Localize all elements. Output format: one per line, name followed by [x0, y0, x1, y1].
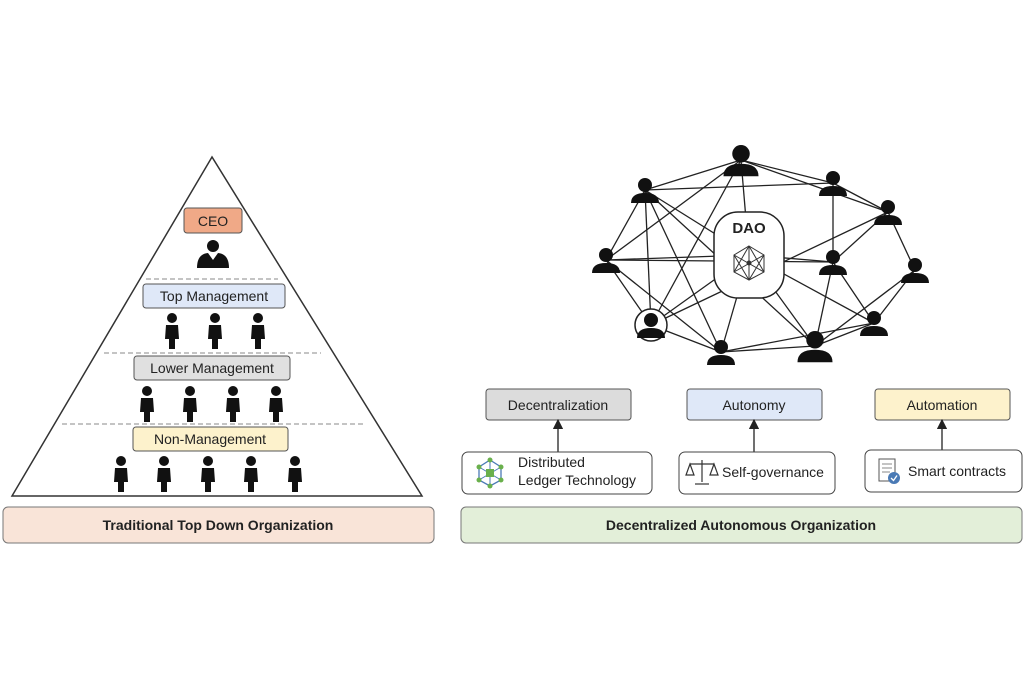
dao-hub-label: DAO	[732, 220, 766, 237]
network-edge	[814, 322, 875, 347]
top-management-label-box	[142, 283, 286, 309]
dao-hub: DAO	[713, 211, 785, 299]
network-edge	[644, 182, 834, 191]
person-icon	[183, 386, 197, 422]
network-edge	[644, 189, 722, 353]
non-management-level: Non-Management	[132, 426, 289, 452]
person-icon	[140, 386, 154, 422]
feature-smart-contracts: Smart contracts	[864, 449, 1023, 493]
non-management-label-box	[132, 426, 289, 452]
member-avatar-icon	[901, 258, 929, 283]
autonomy-label: Autonomy	[722, 397, 785, 413]
member-avatar-icon	[634, 308, 668, 342]
automation-label: Automation	[907, 397, 978, 413]
member-avatar-icon	[723, 145, 759, 177]
network-edge	[644, 159, 742, 191]
member-avatar-icon	[592, 248, 620, 273]
traditional-title-banner: Traditional Top Down Organization	[2, 506, 435, 544]
member-avatar-icon	[819, 250, 847, 275]
network-edge	[605, 259, 722, 353]
person-icon	[201, 456, 215, 492]
person-icon	[244, 456, 258, 492]
dao-title: Decentralized Autonomous Organization	[606, 517, 876, 533]
network-edge	[644, 189, 652, 326]
member-avatar-icon	[819, 171, 847, 196]
lower-management-label: Lower Management	[150, 360, 274, 376]
smart-contracts-label: Smart contracts	[908, 463, 1006, 479]
person-icon	[226, 386, 240, 422]
person-icon	[157, 456, 171, 492]
dao-title-banner: Decentralized Autonomous Organization	[460, 506, 1023, 544]
feature-self-governance: Self-governance	[678, 451, 836, 495]
member-avatar-icon	[797, 331, 833, 363]
member-avatar-icon	[860, 311, 888, 336]
person-icon	[269, 386, 283, 422]
pillar-decentralization: Decentralization	[485, 388, 632, 452]
ceo-label-box	[183, 207, 243, 234]
lower-management-level: Lower Management	[133, 355, 291, 381]
top-management-label: Top Management	[160, 288, 268, 304]
self-governance-label: Self-governance	[722, 464, 824, 480]
network-edge	[605, 159, 742, 261]
distributed-ledger-line-1: Distributed	[518, 454, 585, 470]
lower-management-label-box	[133, 355, 291, 381]
network-edge	[814, 269, 916, 347]
network-edge	[740, 159, 834, 184]
top-management-level: Top Management	[142, 283, 286, 309]
scales-icon	[685, 460, 719, 485]
person-icon	[288, 456, 302, 492]
network-edge	[720, 345, 816, 353]
network-nodes	[592, 145, 929, 365]
ceo-label: CEO	[198, 213, 228, 229]
network-edge	[740, 159, 889, 213]
ceo-person-icon	[197, 240, 229, 268]
person-icon	[208, 313, 222, 349]
member-avatar-icon	[707, 340, 735, 365]
person-icon	[165, 313, 179, 349]
ceo-level: CEO	[183, 207, 243, 268]
staff-figures	[114, 313, 302, 492]
person-icon	[251, 313, 265, 349]
member-avatar-icon	[874, 200, 902, 225]
network-edge	[720, 322, 875, 353]
decentralization-label: Decentralization	[508, 397, 608, 413]
feature-distributed-ledger: Distributed Ledger Technology	[461, 451, 653, 495]
network-icon	[733, 245, 765, 281]
non-management-label: Non-Management	[154, 431, 266, 447]
person-icon	[114, 456, 128, 492]
pillar-automation: Automation	[874, 388, 1011, 452]
network-edge	[650, 159, 742, 326]
contract-icon	[878, 458, 900, 484]
member-avatar-icon	[631, 178, 659, 203]
distributed-ledger-line-2: Ledger Technology	[518, 472, 636, 488]
blockchain-network-icon	[476, 457, 504, 489]
pillar-autonomy: Autonomy	[686, 388, 823, 452]
traditional-title: Traditional Top Down Organization	[103, 517, 334, 533]
